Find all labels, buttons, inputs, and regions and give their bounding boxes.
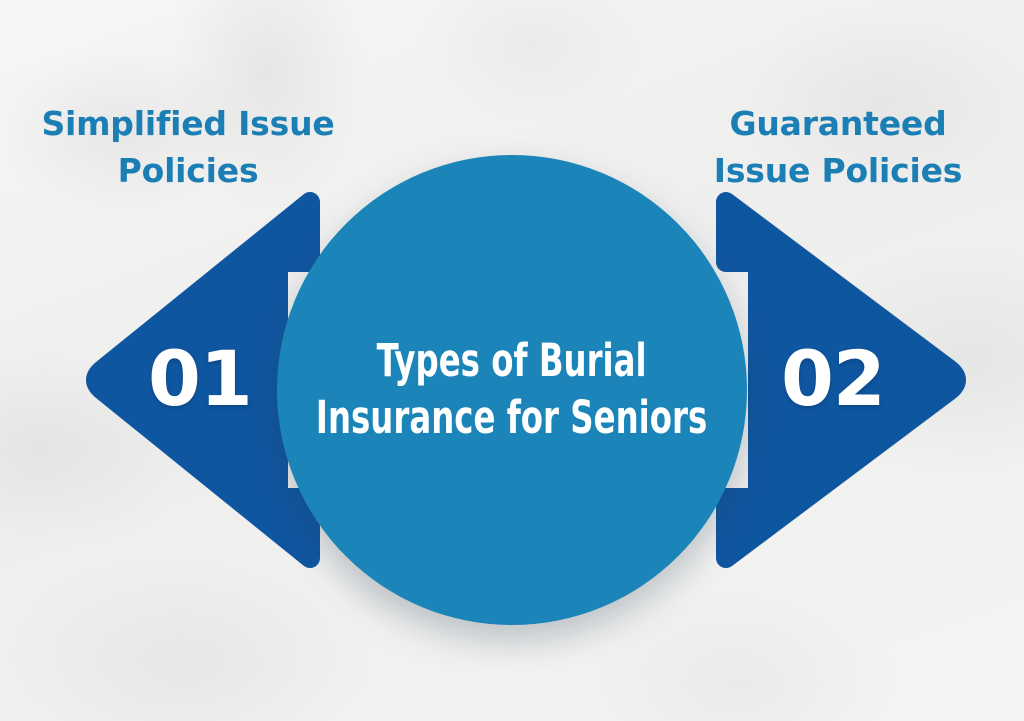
option-2-heading-line-1: Guaranteed bbox=[729, 104, 947, 143]
center-title-line-1: Types of Burial bbox=[377, 334, 647, 388]
center-circle: Types of Burial Insurance for Seniors bbox=[277, 155, 747, 625]
right-arrow-path bbox=[716, 192, 966, 568]
option-1-heading-line-1: Simplified Issue bbox=[41, 104, 335, 143]
center-title-line-2: Insurance for Seniors bbox=[316, 391, 708, 444]
option-2-heading: Guaranteed Issue Policies bbox=[660, 101, 1016, 195]
option-1-left-arrow-shape bbox=[86, 192, 328, 568]
option-2-number: 02 bbox=[781, 334, 886, 423]
option-2-heading-line-2: Issue Policies bbox=[713, 150, 963, 190]
option-1-heading-line-2: Policies bbox=[117, 150, 259, 190]
left-arrow-path bbox=[86, 192, 320, 568]
option-1-heading: Simplified Issue Policies bbox=[10, 101, 366, 195]
option-2-right-arrow-shape bbox=[700, 192, 972, 568]
option-1-number: 01 bbox=[148, 334, 253, 423]
center-title: Types of Burial Insurance for Seniors bbox=[316, 333, 707, 446]
